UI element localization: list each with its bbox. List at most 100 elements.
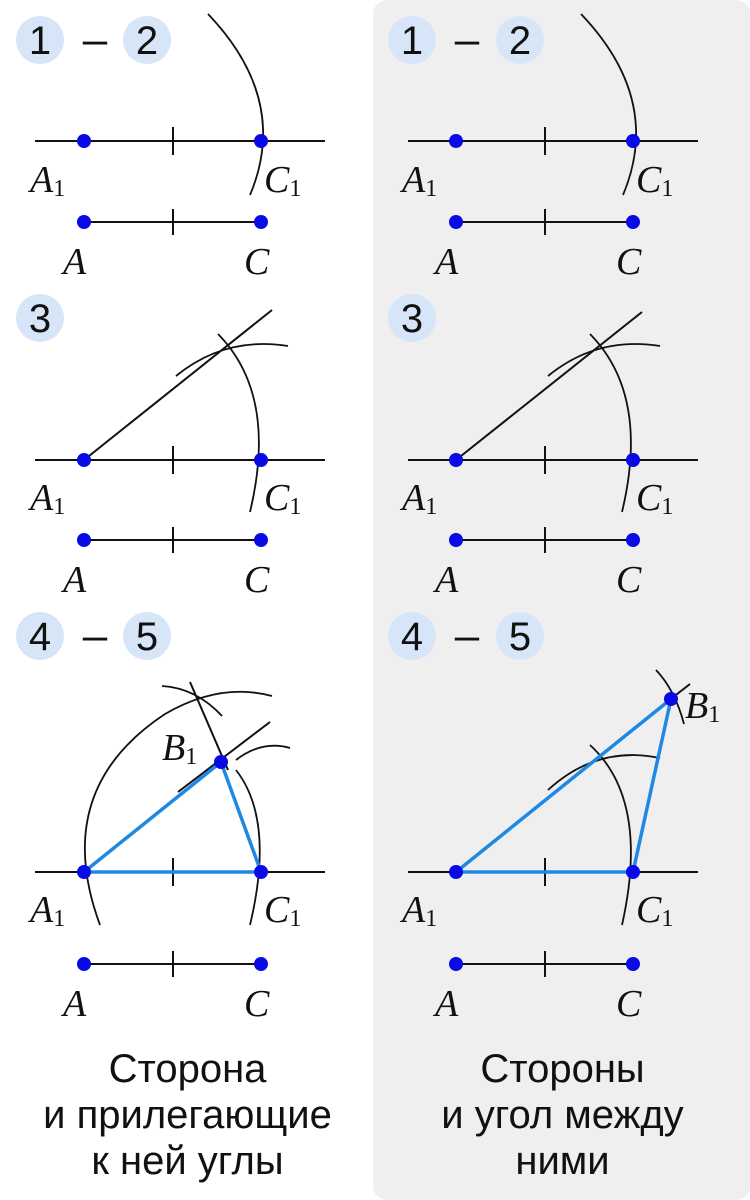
- point-c1: [254, 865, 268, 879]
- label-b1: B1: [685, 685, 720, 728]
- left-row2: 3 A1 C1 A C: [16, 294, 325, 601]
- point-a: [77, 957, 91, 971]
- step-bubble: [388, 294, 436, 342]
- angle-ray: [455, 311, 643, 461]
- step-dash: –: [455, 15, 480, 64]
- step-bubble: [388, 16, 436, 64]
- point-c: [626, 957, 640, 971]
- point-c: [254, 215, 268, 229]
- step-bubble: [123, 612, 171, 660]
- label-a: A: [432, 241, 459, 283]
- label-c1: C1: [636, 889, 673, 932]
- right-row1: 1 – 2 A1 C1 A C: [388, 13, 698, 283]
- step-bubble: [496, 612, 544, 660]
- point-a1: [449, 865, 463, 879]
- label-a: A: [60, 559, 87, 601]
- label-c1: C1: [264, 159, 301, 202]
- point-a1: [77, 453, 91, 467]
- label-c: C: [244, 241, 270, 283]
- step-bubble: [123, 16, 171, 64]
- point-a: [449, 957, 463, 971]
- point-a1: [77, 865, 91, 879]
- right-panel-background: [373, 0, 750, 1200]
- label-c: C: [616, 559, 642, 601]
- label-a1: A1: [399, 159, 437, 202]
- compass-arc: [235, 769, 261, 926]
- right-panel: 1 – 2 A1 C1 A C 3: [388, 13, 720, 1025]
- step-number: 3: [401, 297, 423, 341]
- compass-arc: [217, 333, 260, 513]
- label-c1: C1: [264, 477, 301, 520]
- point-c1: [626, 865, 640, 879]
- left-panel: 1 – 2 A1 C1 A C 3: [16, 13, 325, 1025]
- point-c1: [254, 134, 268, 148]
- label-c1: C1: [636, 159, 673, 202]
- compass-arc: [207, 13, 265, 196]
- point-a1: [77, 134, 91, 148]
- label-a1: A1: [399, 477, 437, 520]
- label-a: A: [432, 983, 459, 1025]
- label-a1: A1: [27, 159, 65, 202]
- compass-arc: [589, 333, 632, 513]
- compass-arc-large: [83, 690, 273, 926]
- step-bubble: [16, 294, 64, 342]
- caption-line: Сторона: [108, 1047, 267, 1091]
- step-dash: –: [83, 611, 108, 660]
- point-c1: [254, 453, 268, 467]
- point-c: [254, 533, 268, 547]
- step-number: 3: [29, 297, 51, 341]
- step-bubble: [496, 16, 544, 64]
- caption-line: и угол между: [441, 1093, 684, 1137]
- step-number: 5: [136, 615, 158, 659]
- label-a: A: [60, 241, 87, 283]
- label-c: C: [616, 241, 642, 283]
- angle-ray: [83, 309, 273, 461]
- right-caption: Стороны и угол между ними: [375, 1046, 750, 1184]
- point-b1: [664, 692, 678, 706]
- caption-line: ними: [515, 1139, 610, 1183]
- step-bubble: [16, 16, 64, 64]
- point-c: [626, 533, 640, 547]
- right-row3: 4 – 5 B1 A1 C1 A C: [388, 611, 720, 1025]
- triangle: [454, 697, 673, 874]
- angle-arc: [161, 685, 223, 717]
- step-dash: –: [455, 611, 480, 660]
- step-number: 5: [509, 615, 531, 659]
- label-a: A: [60, 983, 87, 1025]
- step-dash: –: [83, 15, 108, 64]
- step-bubble: [388, 612, 436, 660]
- compass-arc: [580, 13, 638, 196]
- point-c: [626, 215, 640, 229]
- step-bubble: [16, 612, 64, 660]
- angle-arc: [235, 744, 291, 761]
- step-number: 4: [29, 615, 51, 659]
- compass-arc: [589, 744, 632, 926]
- left-row3: 4 – 5 B1 A1 C1 A C: [16, 611, 325, 1025]
- label-a: A: [432, 559, 459, 601]
- point-a: [77, 215, 91, 229]
- step-number: 1: [29, 19, 51, 63]
- angle-arc: [547, 754, 661, 791]
- point-a1: [449, 453, 463, 467]
- label-c: C: [616, 983, 642, 1025]
- caption-line: к ней углы: [91, 1139, 284, 1183]
- step-number: 2: [136, 19, 158, 63]
- point-a: [77, 533, 91, 547]
- point-c: [254, 957, 268, 971]
- point-a: [449, 533, 463, 547]
- triangle: [82, 760, 263, 874]
- label-c1: C1: [636, 477, 673, 520]
- label-a1: A1: [27, 889, 65, 932]
- label-c: C: [244, 983, 270, 1025]
- left-caption: Сторона и прилегающие к ней углы: [0, 1046, 375, 1184]
- angle-arc: [547, 343, 661, 377]
- label-c1: C1: [264, 889, 301, 932]
- left-row1: 1 – 2 A1 C1 A C: [16, 13, 325, 283]
- label-c: C: [244, 559, 270, 601]
- point-b1: [214, 755, 228, 769]
- point-c1: [626, 134, 640, 148]
- label-a1: A1: [399, 889, 437, 932]
- step-number: 1: [401, 19, 423, 63]
- label-a1: A1: [27, 477, 65, 520]
